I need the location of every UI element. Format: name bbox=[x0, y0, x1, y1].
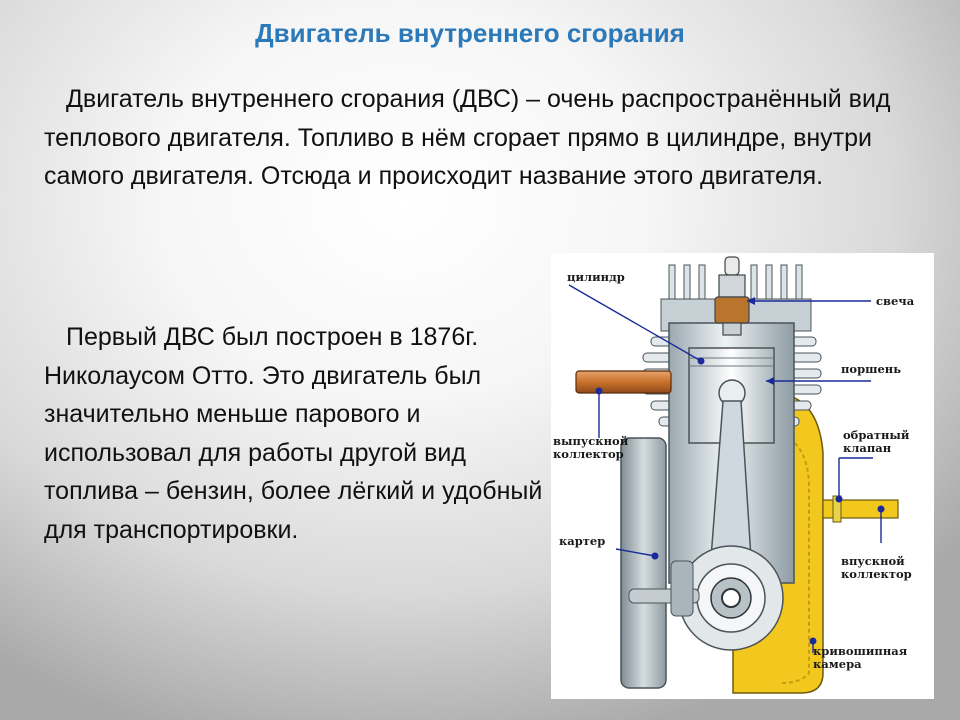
history-paragraph: Первый ДВС был построен в 1876г. Николау… bbox=[44, 323, 543, 544]
intake-pipe bbox=[822, 499, 899, 519]
crankshaft bbox=[628, 545, 784, 651]
label-cylinder: цилиндр bbox=[567, 270, 625, 284]
label-crank-chamber-2: камера bbox=[813, 657, 862, 671]
engine-diagram-svg: цилиндр свеча поршень выпускной коллекто… bbox=[553, 256, 915, 694]
exhaust-pipe bbox=[575, 370, 672, 394]
label-piston: поршень bbox=[841, 362, 901, 376]
label-check-valve-2: клапан bbox=[843, 441, 892, 455]
label-exhaust-1: выпускной bbox=[553, 434, 629, 448]
crankcase-body bbox=[620, 437, 667, 689]
label-spark-plug: свеча bbox=[876, 294, 915, 308]
label-crank-chamber-1: кривошипная bbox=[813, 644, 908, 658]
intro-paragraph: Двигатель внутреннего сгорания (ДВС) – о… bbox=[44, 85, 891, 190]
label-intake-2: коллектор bbox=[841, 567, 912, 581]
spark-plug bbox=[714, 256, 750, 336]
label-exhaust-2: коллектор bbox=[553, 447, 624, 461]
label-crankcase: картер bbox=[559, 534, 605, 548]
page-title: Двигатель внутреннего сгорания bbox=[255, 18, 685, 48]
label-intake-1: впускной bbox=[841, 554, 905, 568]
label-check-valve-1: обратный bbox=[843, 428, 910, 442]
engine-diagram: цилиндр свеча поршень выпускной коллекто… bbox=[551, 253, 934, 699]
